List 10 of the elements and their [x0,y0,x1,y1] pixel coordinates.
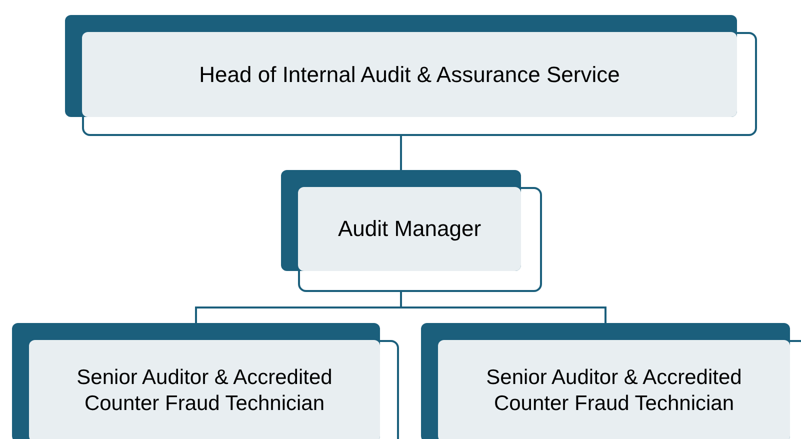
org-chart-box [281,170,542,292]
box-title: Senior Auditor & Accredited Counter Fraud Technician [76,364,334,417]
connector-line [400,136,402,170]
box-title: Head of Internal Audit & Assurance Service [199,60,620,88]
org-chart-box [65,15,757,136]
connector-line [400,292,606,323]
org-chart-box [421,323,801,439]
box-title: Audit Manager [338,215,482,243]
box-title: Senior Auditor & Accredited Counter Fraud Technician [485,364,743,417]
org-chart-box [12,323,399,439]
